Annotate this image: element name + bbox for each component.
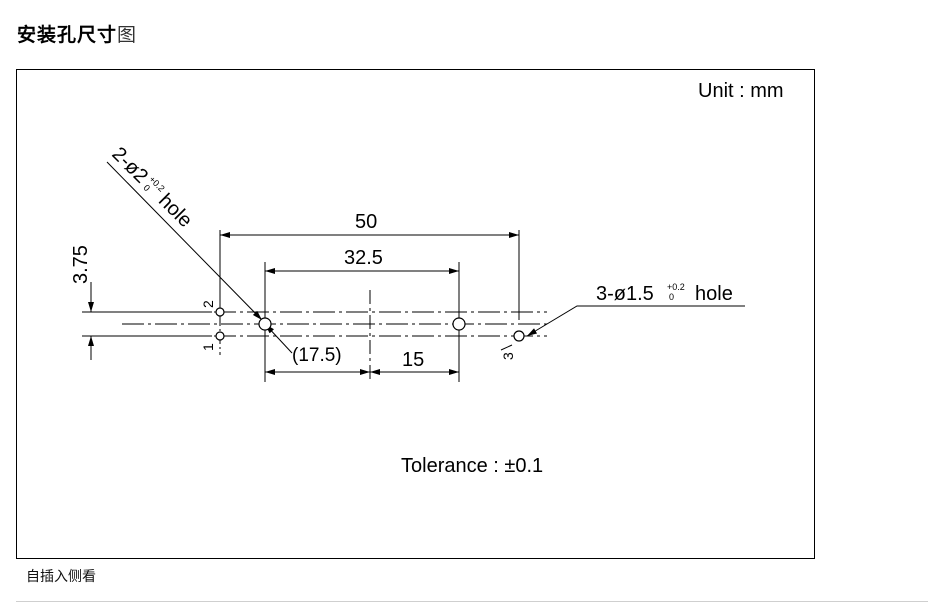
dimension-lines (88, 232, 519, 375)
hole-2-dia-left (258, 317, 272, 331)
leader-right-hole-under (500, 344, 513, 351)
left-hole-callout: 2-ø2 +0.2 0 hole (107, 143, 196, 232)
right-hole-callout-main: 3-ø1.5 (596, 283, 654, 305)
unit-label: Unit : mm (698, 80, 784, 102)
holes (215, 307, 525, 342)
dim-text-15: 15 (402, 349, 424, 371)
right-hole-callout-suffix: hole (695, 283, 733, 305)
dim-text-50: 50 (355, 211, 377, 233)
left-hole-callout-tol-lower: 0 (141, 183, 152, 194)
dim-text-3-75: 3.75 (70, 245, 92, 284)
hole-pin-2 (215, 307, 225, 317)
leader-left-hole-under (264, 323, 293, 354)
pin-label-2: 2 (200, 300, 216, 308)
leader-left-hole (106, 161, 263, 321)
mounting-hole-drawing: Unit : mm (16, 69, 815, 559)
left-hole-callout-main: 2-ø2 (107, 143, 152, 188)
dim-text-32-5: 32.5 (344, 247, 383, 269)
leader-right-hole (526, 305, 745, 337)
page-title-last-char: 图 (117, 24, 138, 46)
bottom-divider (16, 601, 928, 602)
page-title-text: 安装孔尺寸 (17, 24, 118, 46)
pin-label-1: 1 (200, 343, 216, 351)
caption: 自插入侧看 (26, 569, 96, 585)
right-hole-callout-tol-upper: +0.2 (667, 282, 685, 292)
right-hole-callout-tol-lower: 0 (669, 292, 674, 302)
dimension-drawing-svg: Unit : mm (70, 80, 784, 477)
hole-pin-1 (215, 331, 225, 341)
tolerance-note: Tolerance : ±0.1 (401, 455, 543, 477)
pin-label-3: 3 (500, 352, 516, 360)
right-hole-callout: 3-ø1.5 +0.2 0 hole (596, 282, 733, 305)
hole-1-5-dia (513, 330, 525, 342)
hole-2-dia-right (452, 317, 466, 331)
left-hole-callout-suffix: hole (154, 190, 196, 232)
dim-text-17-5: (17.5) (292, 345, 342, 366)
page-title: 安装孔尺寸图 (17, 20, 137, 47)
leader-lines (106, 161, 745, 354)
